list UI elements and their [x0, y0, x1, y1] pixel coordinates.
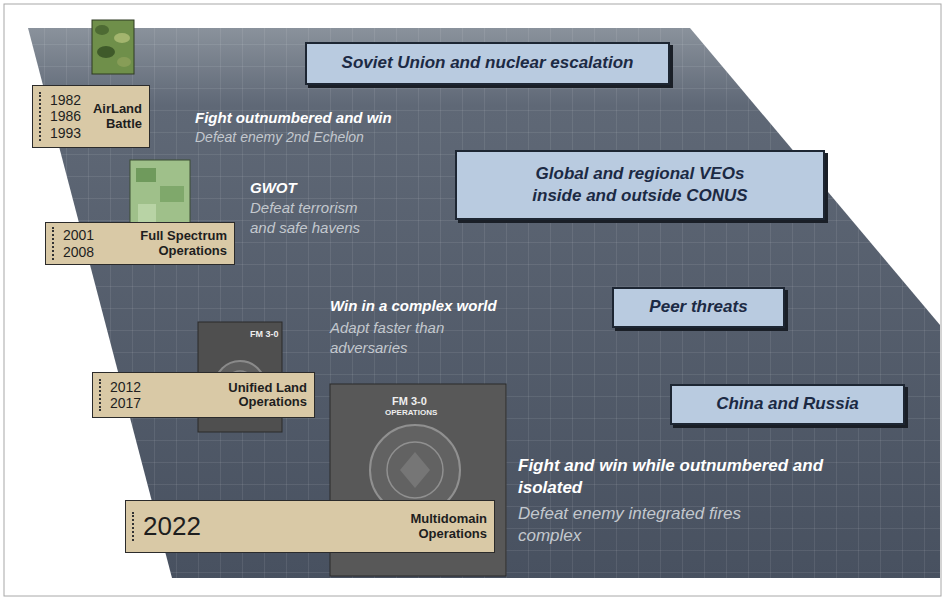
threat-box: Soviet Union and nuclear escalation: [305, 42, 670, 85]
era-mission: GWOT: [250, 178, 297, 198]
era-objective: Defeat enemy integrated fires complex: [518, 503, 790, 547]
threat-text: Soviet Union and nuclear escalation: [342, 52, 634, 74]
threat-box: China and Russia: [670, 384, 905, 425]
doctrine-name: Unified Land Operations: [215, 381, 307, 410]
era-objective: Defeat enemy 2nd Echelon: [195, 128, 364, 146]
doctrine-label: 2001 2008 Full Spectrum Operations: [45, 222, 235, 265]
cover-title: OPERATIONS: [385, 409, 437, 418]
book-airland: [92, 20, 134, 74]
threat-text: Global and regional VEOs inside and outs…: [517, 163, 763, 207]
doctrine-name: Full Spectrum Operations: [127, 229, 227, 258]
threat-box: Peer threats: [612, 287, 785, 328]
era-mission: Win in a complex world: [330, 296, 497, 316]
grid-overlay: [28, 28, 940, 578]
doctrine-name: Multidomain Operations: [395, 512, 487, 541]
threat-text: Peer threats: [649, 296, 747, 318]
era-band: [28, 28, 940, 578]
doctrine-name: AirLand Battle: [86, 102, 142, 131]
edition-years: 2022: [132, 512, 201, 542]
threat-text: China and Russia: [716, 393, 859, 415]
edition-years: 2012 2017: [99, 379, 150, 411]
cover-title: FM 3-0: [392, 395, 427, 407]
threat-box: Global and regional VEOs inside and outs…: [455, 150, 825, 220]
era-objective: Adapt faster than adversaries: [330, 318, 465, 357]
cover-title: FM 3-0: [250, 330, 279, 340]
era-mission: Fight and win while outnumbered and isol…: [518, 455, 848, 499]
frame: [4, 4, 941, 596]
edition-years: 2001 2008: [52, 227, 103, 259]
edition-years: 1982 1986 1993: [39, 92, 86, 140]
doctrine-label: 2012 2017 Unified Land Operations: [92, 372, 315, 418]
doctrine-label: 1982 1986 1993AirLand Battle: [32, 85, 150, 148]
era-mission: Fight outnumbered and win: [195, 108, 392, 128]
doctrine-label: 2022 Multidomain Operations: [125, 500, 495, 553]
era-objective: Defeat terrorism and safe havens: [250, 198, 385, 237]
